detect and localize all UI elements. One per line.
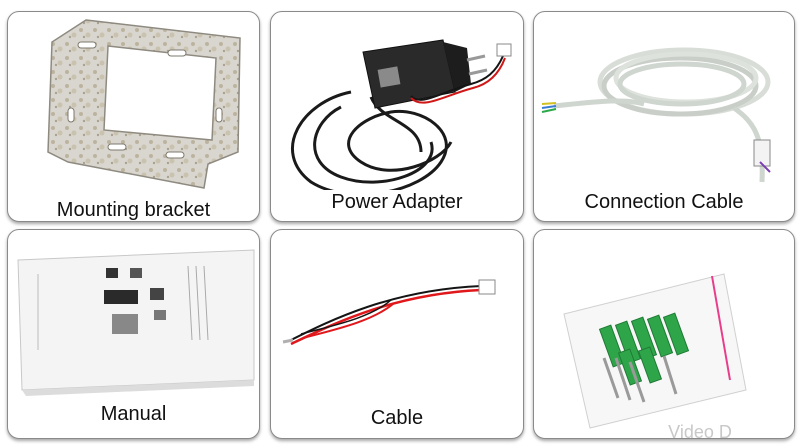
mounting-bracket-image [47, 19, 241, 189]
power-adapter-image [291, 39, 512, 197]
item-label: Manual [100, 403, 167, 425]
connection-cable-image [541, 47, 771, 183]
card-power-adapter: Power Adapter [270, 11, 524, 222]
card-connection-cable: Connection Cable [533, 11, 795, 222]
watermark-text: Video D [668, 422, 732, 439]
item-label: Cable [370, 407, 424, 429]
screw-kit-bag-image [563, 273, 747, 429]
item-label: Power Adapter [331, 191, 463, 213]
cable-image [282, 279, 496, 346]
card-cable: Cable [270, 229, 524, 439]
card-screw-kit: Video D [533, 229, 795, 439]
item-label: Mounting bracket [56, 199, 211, 221]
card-mounting-bracket: Mounting bracket [7, 11, 260, 222]
manual-image [17, 249, 255, 396]
item-label: Connection Cable [584, 191, 744, 213]
card-manual: Manual [7, 229, 260, 439]
